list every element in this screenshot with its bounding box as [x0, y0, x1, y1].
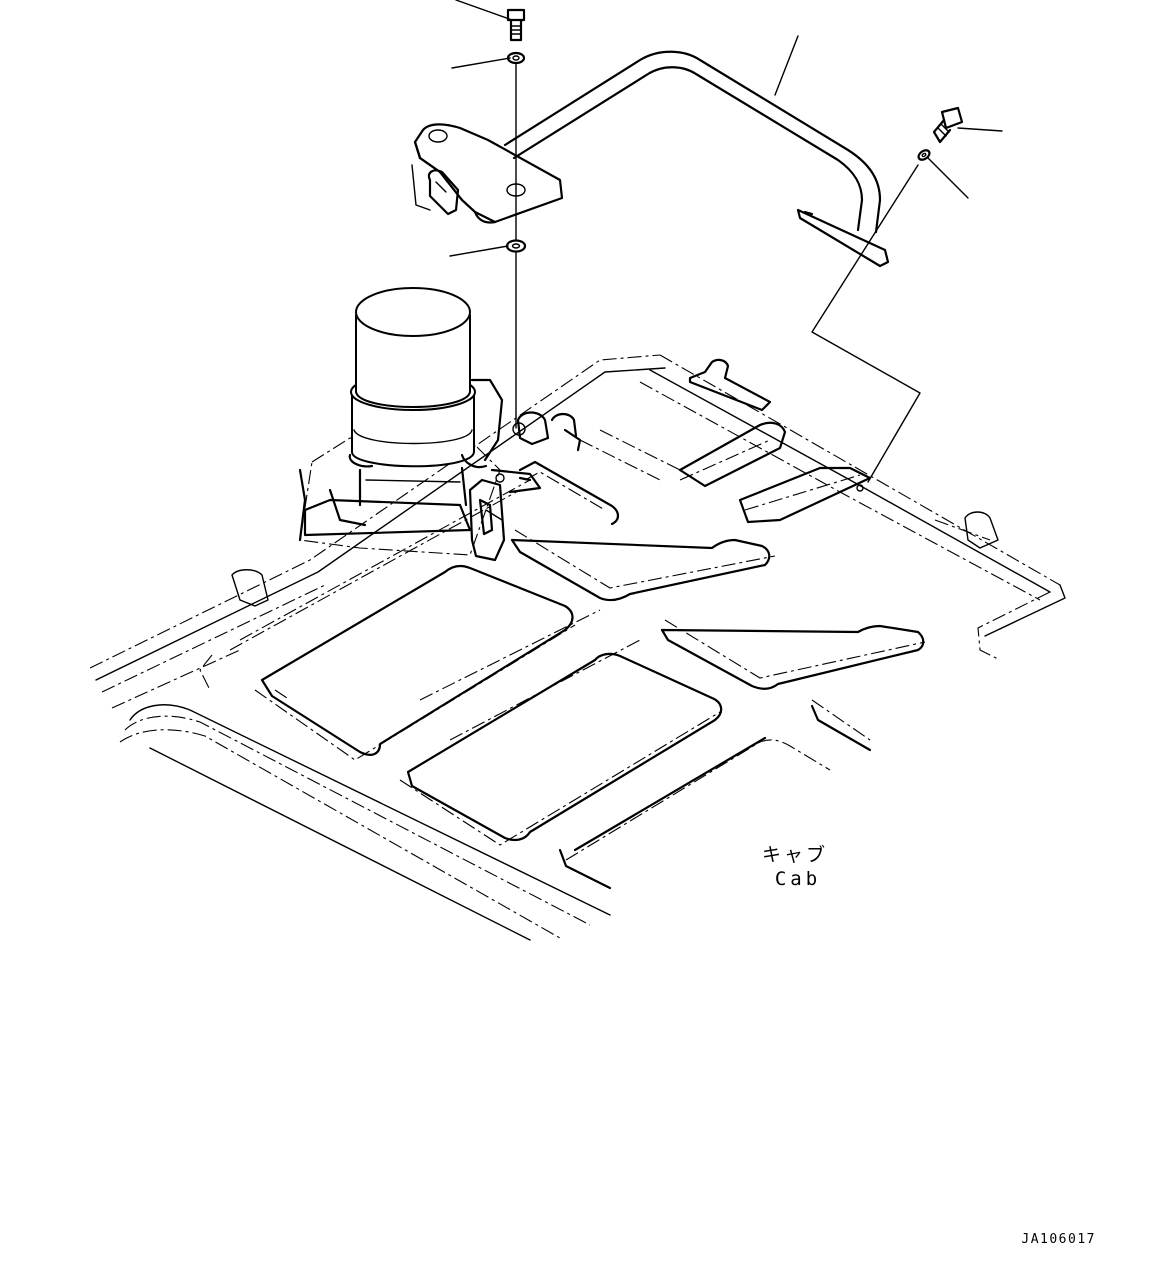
leader-lines — [449, 0, 1003, 257]
assembly-axis-lines — [515, 63, 921, 483]
cab-label-japanese: キャブ — [762, 843, 828, 866]
cab-roof-outline — [89, 354, 1066, 941]
bolt-right — [932, 106, 964, 144]
handrail-bracket — [411, 50, 890, 268]
drawing-code: JA106017 — [1021, 1232, 1096, 1247]
beacon-lamp-assembly — [298, 287, 582, 562]
cab-label-english: Cab — [775, 868, 821, 890]
washer-right — [917, 149, 931, 161]
bolt-left — [506, 8, 526, 42]
washer-lower-left — [505, 239, 527, 253]
